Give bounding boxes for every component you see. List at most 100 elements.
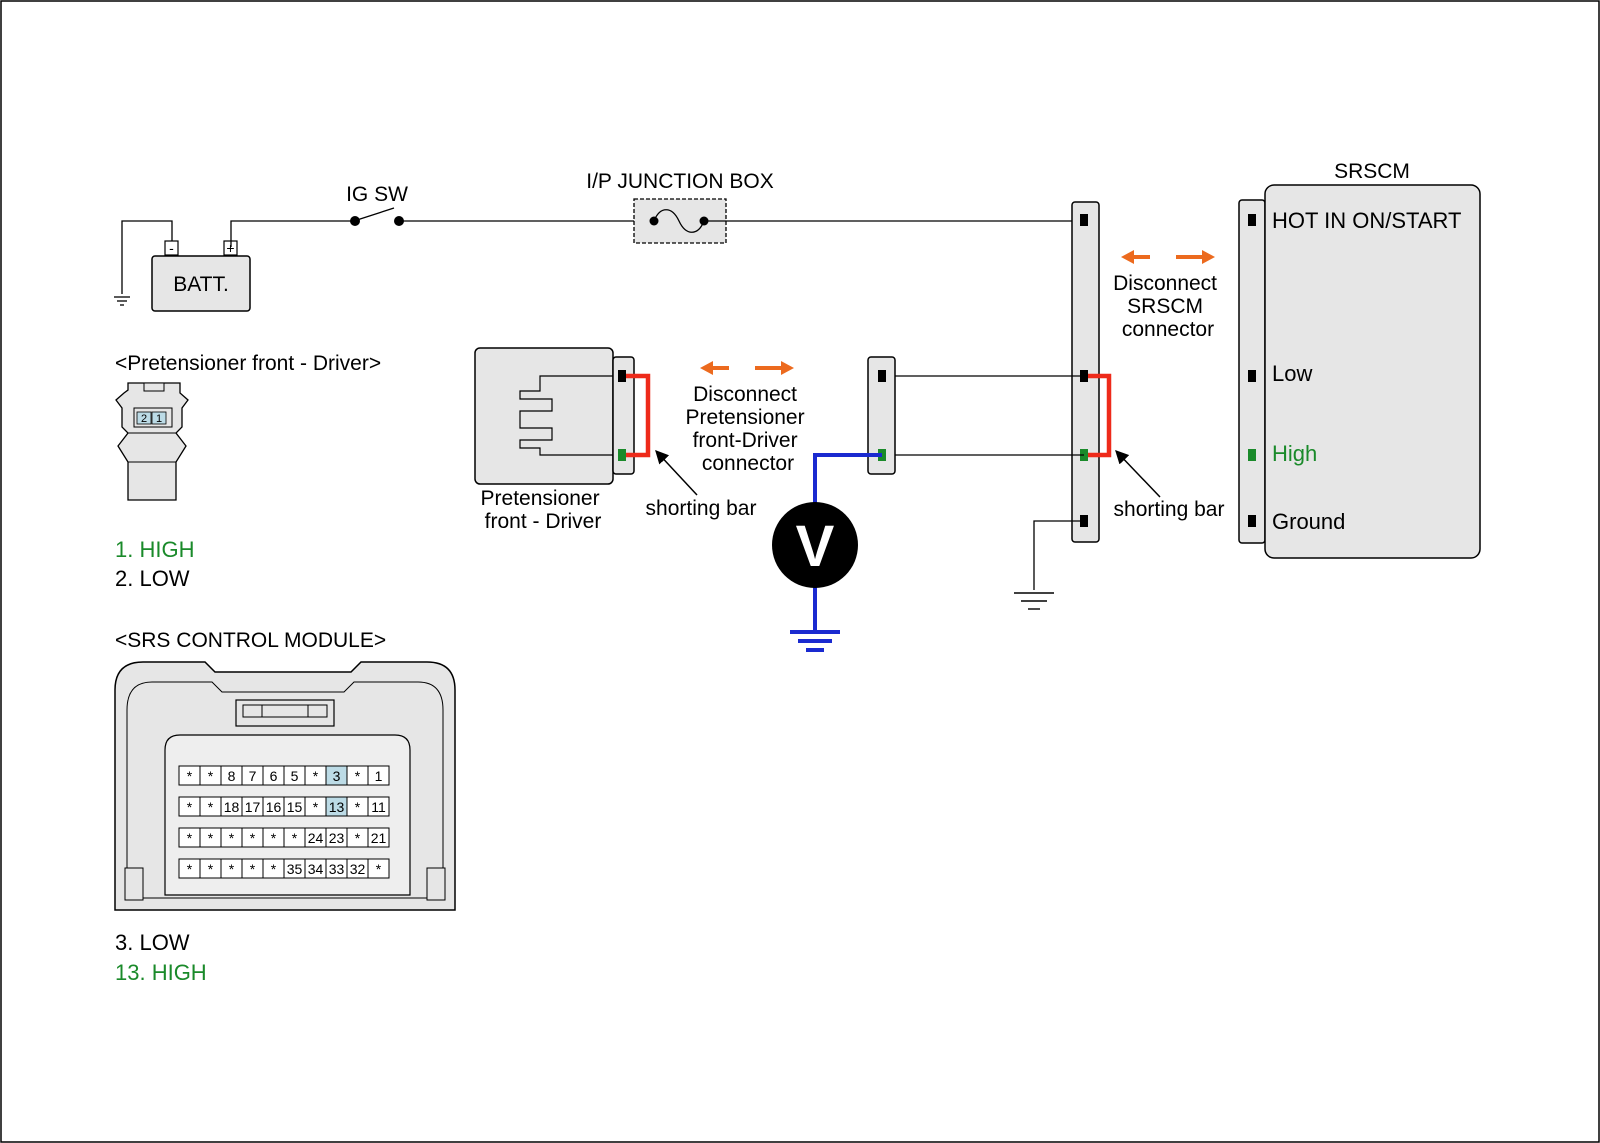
right-shorting-bar-label: shorting bar bbox=[1114, 498, 1225, 521]
voltmeter: V bbox=[772, 502, 858, 588]
srs-pin-label: 3 bbox=[333, 768, 341, 784]
srscm-hot-label: HOT IN ON/START bbox=[1272, 208, 1461, 233]
ig-sw-label: IG SW bbox=[346, 183, 408, 206]
srscm-low-label: Low bbox=[1272, 361, 1312, 386]
pret-pin-2-label: 2 bbox=[141, 413, 147, 425]
srs-pin-label: 35 bbox=[287, 861, 303, 877]
srs-pin-label: 32 bbox=[350, 861, 366, 877]
pret-legend-high: 1. HIGH bbox=[115, 537, 194, 562]
srs-pin-label: * bbox=[250, 830, 256, 846]
srs-pin-label: * bbox=[313, 799, 319, 815]
pretensioner-connector-title: <Pretensioner front - Driver> bbox=[115, 352, 381, 375]
srs-pin-label: * bbox=[355, 830, 361, 846]
srs-pin-label: * bbox=[187, 768, 193, 784]
disconnect-pret-line-3: front-Driver bbox=[693, 429, 798, 452]
srs-pin-cell bbox=[367, 765, 390, 786]
disconnect-srscm-line-2: SRSCM bbox=[1127, 295, 1203, 318]
srscm-title: SRSCM bbox=[1334, 160, 1410, 183]
srs-pin-label: * bbox=[292, 830, 298, 846]
srs-pin-label: * bbox=[355, 799, 361, 815]
srs-pin-label: 16 bbox=[266, 799, 282, 815]
voltmeter-ground-symbol bbox=[790, 630, 840, 652]
srs-pin-label: 33 bbox=[329, 861, 345, 877]
srs-pin-label: * bbox=[208, 830, 214, 846]
disconnect-srscm-arrows bbox=[1121, 250, 1215, 264]
battery-ground-wire bbox=[121, 220, 173, 294]
srs-pin-label: 21 bbox=[371, 830, 387, 846]
srs-pin-label: 34 bbox=[308, 861, 324, 877]
srs-pin-label: 13 bbox=[329, 799, 345, 815]
srscm-high-label: High bbox=[1272, 441, 1317, 466]
srs-pin-cell bbox=[367, 827, 390, 848]
ip-junction-box: I/P JUNCTION BOX bbox=[586, 170, 774, 244]
srs-pin-label: 11 bbox=[371, 799, 386, 815]
srs-pin-label: * bbox=[271, 830, 277, 846]
ignition-switch: IG SW bbox=[346, 183, 408, 226]
disconnect-srscm-line-3: connector bbox=[1122, 318, 1214, 341]
srs-pin-label: * bbox=[187, 799, 193, 815]
junction-box-label: I/P JUNCTION BOX bbox=[586, 170, 773, 193]
srs-pin-label: * bbox=[187, 861, 193, 877]
srs-pin-label: * bbox=[208, 861, 214, 877]
srs-pin-label: 17 bbox=[245, 799, 261, 815]
srs-module-connector-title: <SRS CONTROL MODULE> bbox=[115, 629, 386, 652]
harness-ground-wire bbox=[1033, 520, 1084, 590]
srs-pin-label: * bbox=[208, 799, 214, 815]
srs-pin-cell bbox=[367, 858, 390, 879]
srscm-ground-label: Ground bbox=[1272, 509, 1345, 534]
srs-pin-label: 1 bbox=[375, 768, 383, 784]
srs-pin-label: * bbox=[313, 768, 319, 784]
srs-pin-label: 8 bbox=[228, 768, 236, 784]
disconnect-pret-line-4: connector bbox=[702, 452, 794, 475]
disconnect-pret-line-2: Pretensioner bbox=[686, 406, 805, 429]
battery-ground-symbol bbox=[114, 296, 130, 306]
harness-ground-symbol bbox=[1014, 592, 1054, 610]
srs-pin-label: 5 bbox=[291, 768, 299, 784]
pret-legend-low: 2. LOW bbox=[115, 566, 190, 591]
srs-pin-label: 7 bbox=[249, 768, 257, 784]
srscm-harness-connector bbox=[1071, 201, 1100, 543]
srscm-module: SRSCM HOT IN ON/START Low High Ground bbox=[1238, 160, 1481, 559]
srs-pin-label: 23 bbox=[329, 830, 345, 846]
disconnect-srscm-line-1: Disconnect bbox=[1113, 272, 1217, 295]
srs-pin-label: * bbox=[250, 861, 256, 877]
srs-pin-label: 6 bbox=[270, 768, 278, 784]
right-shorting-bar-arrow bbox=[1115, 450, 1161, 498]
left-shorting-bar-label: shorting bar bbox=[646, 497, 757, 520]
battery-plus-sign: + bbox=[226, 240, 234, 256]
right-shorting-bar bbox=[1088, 373, 1112, 458]
srs-legend-low: 3. LOW bbox=[115, 930, 190, 955]
battery: - + BATT. bbox=[151, 240, 251, 312]
battery-label: BATT. bbox=[173, 273, 229, 296]
pret-high-pin bbox=[618, 449, 626, 461]
srs-pin-label: 15 bbox=[287, 799, 303, 815]
battery-minus-sign: - bbox=[169, 240, 174, 256]
srs-pin-label: * bbox=[376, 861, 382, 877]
srs-pin-label: * bbox=[271, 861, 277, 877]
srs-legend-high: 13. HIGH bbox=[115, 960, 207, 985]
battery-positive-wire bbox=[230, 220, 355, 247]
disconnect-pret-label: Disconnect Pretensioner front-Driver con… bbox=[686, 383, 811, 475]
disconnect-srscm-label: Disconnect SRSCM connector bbox=[1113, 272, 1223, 341]
voltmeter-label: V bbox=[796, 514, 835, 579]
pretensioner-component bbox=[474, 347, 635, 485]
squib-symbol bbox=[519, 375, 621, 456]
srs-pin-label: * bbox=[229, 830, 235, 846]
srs-pin-label: * bbox=[229, 861, 235, 877]
fuse-icon bbox=[653, 209, 705, 233]
srs-pin-label: * bbox=[208, 768, 214, 784]
disconnect-pret-arrows bbox=[700, 361, 794, 375]
pretensioner-label-line-2: front - Driver bbox=[485, 510, 602, 533]
pretensioner-label: Pretensioner front - Driver bbox=[481, 487, 606, 533]
left-shorting-bar-arrow bbox=[655, 450, 698, 496]
pretensioner-connector-face: 2 1 bbox=[115, 382, 189, 501]
srs-pin-label: * bbox=[355, 768, 361, 784]
srs-pin-label: 18 bbox=[224, 799, 240, 815]
srs-pin-cell bbox=[367, 796, 390, 817]
disconnect-pret-line-1: Disconnect bbox=[693, 383, 797, 406]
left-shorting-bar bbox=[626, 373, 651, 458]
